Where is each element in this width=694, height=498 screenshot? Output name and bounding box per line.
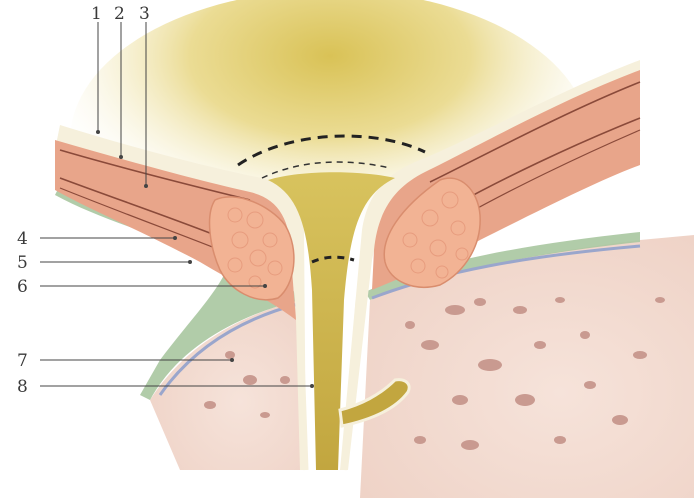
- label-3: 3: [139, 4, 150, 24]
- label-1: 1: [91, 4, 102, 24]
- label-2: 2: [114, 4, 125, 24]
- label-5: 5: [17, 253, 28, 273]
- label-7: 7: [17, 351, 28, 371]
- label-8: 8: [17, 377, 28, 397]
- label-6: 6: [17, 277, 28, 297]
- label-4: 4: [17, 229, 28, 249]
